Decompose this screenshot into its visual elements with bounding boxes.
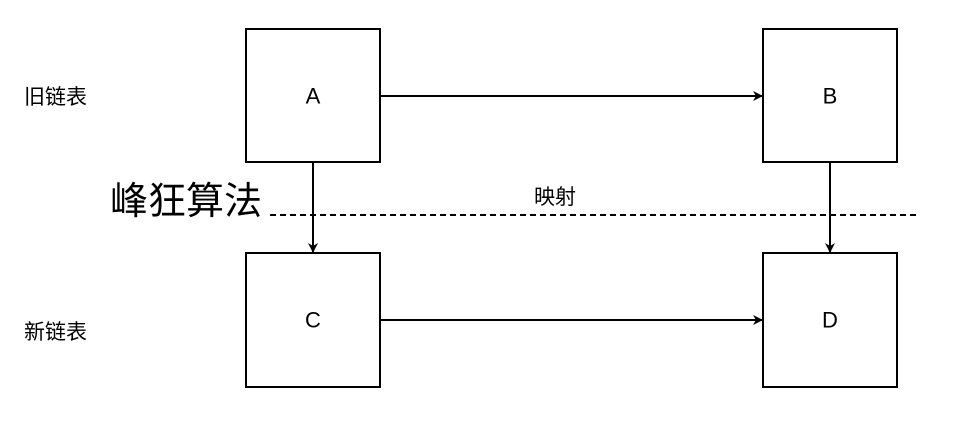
node-b-label: B (823, 84, 838, 109)
new-list-label: 新链表 (24, 320, 87, 344)
node-b: B (762, 28, 898, 163)
node-d-label: D (822, 308, 838, 333)
node-d: D (762, 252, 898, 388)
node-c-box (245, 252, 381, 388)
node-c: C (245, 252, 381, 388)
node-a: A (245, 28, 381, 163)
node-b-box (762, 28, 898, 163)
node-a-label: A (306, 84, 321, 109)
node-a-box (245, 28, 381, 163)
node-c-label: C (305, 308, 321, 333)
old-list-label: 旧链表 (24, 85, 87, 109)
node-d-box (762, 252, 898, 388)
watermark-text: 峰狂算法 (110, 179, 262, 223)
mapping-label: 映射 (534, 185, 576, 209)
